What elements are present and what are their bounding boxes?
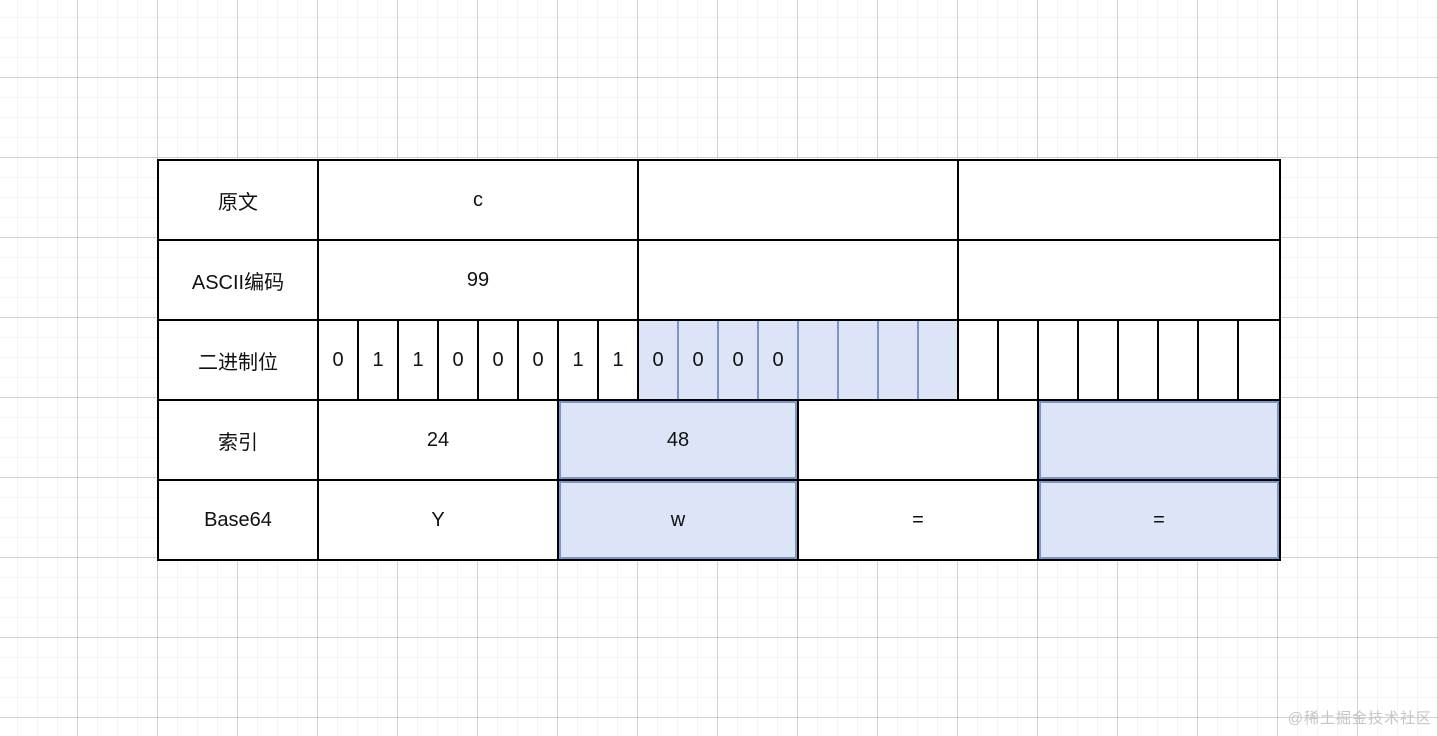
original-cell-1: c	[319, 161, 639, 239]
bit-9: 0	[679, 321, 719, 399]
bit-18	[1039, 321, 1079, 399]
row-original: 原文 c	[159, 161, 1279, 241]
base64-cell-3: =	[799, 481, 1039, 559]
row-index: 索引 24 48	[159, 401, 1279, 481]
base64-encoding-table: 原文 c ASCII编码 99 二进制位 0 1 1 0 0 0 1 1 0 0…	[157, 159, 1281, 561]
bit-5: 0	[519, 321, 559, 399]
bit-21	[1159, 321, 1199, 399]
bit-8: 0	[639, 321, 679, 399]
bit-12	[799, 321, 839, 399]
bit-0: 0	[319, 321, 359, 399]
original-cell-3	[959, 161, 1279, 239]
row-base64: Base64 Y w = =	[159, 481, 1279, 559]
base64-cell-1: Y	[319, 481, 559, 559]
bit-6: 1	[559, 321, 599, 399]
bit-19	[1079, 321, 1119, 399]
index-cell-2: 48	[559, 401, 799, 479]
index-cell-4	[1039, 401, 1279, 479]
row-ascii: ASCII编码 99	[159, 241, 1279, 321]
bit-20	[1119, 321, 1159, 399]
bit-17	[999, 321, 1039, 399]
bit-3: 0	[439, 321, 479, 399]
watermark-text: @稀土掘金技术社区	[1287, 710, 1432, 727]
bit-22	[1199, 321, 1239, 399]
bit-7: 1	[599, 321, 639, 399]
row-label-original: 原文	[159, 161, 319, 239]
bit-10: 0	[719, 321, 759, 399]
row-label-index: 索引	[159, 401, 319, 479]
original-cell-2	[639, 161, 959, 239]
bit-4: 0	[479, 321, 519, 399]
bit-16	[959, 321, 999, 399]
bit-13	[839, 321, 879, 399]
bit-1: 1	[359, 321, 399, 399]
index-cell-1: 24	[319, 401, 559, 479]
row-label-base64: Base64	[159, 481, 319, 559]
base64-cell-2: w	[559, 481, 799, 559]
ascii-cell-3	[959, 241, 1279, 319]
ascii-cell-2	[639, 241, 959, 319]
base64-cell-4: =	[1039, 481, 1279, 559]
row-label-ascii: ASCII编码	[159, 241, 319, 319]
bit-14	[879, 321, 919, 399]
row-label-binary: 二进制位	[159, 321, 319, 399]
ascii-cell-1: 99	[319, 241, 639, 319]
index-cell-3	[799, 401, 1039, 479]
bit-2: 1	[399, 321, 439, 399]
bit-15	[919, 321, 959, 399]
bit-11: 0	[759, 321, 799, 399]
row-binary: 二进制位 0 1 1 0 0 0 1 1 0 0 0 0	[159, 321, 1279, 401]
bit-23	[1239, 321, 1279, 399]
